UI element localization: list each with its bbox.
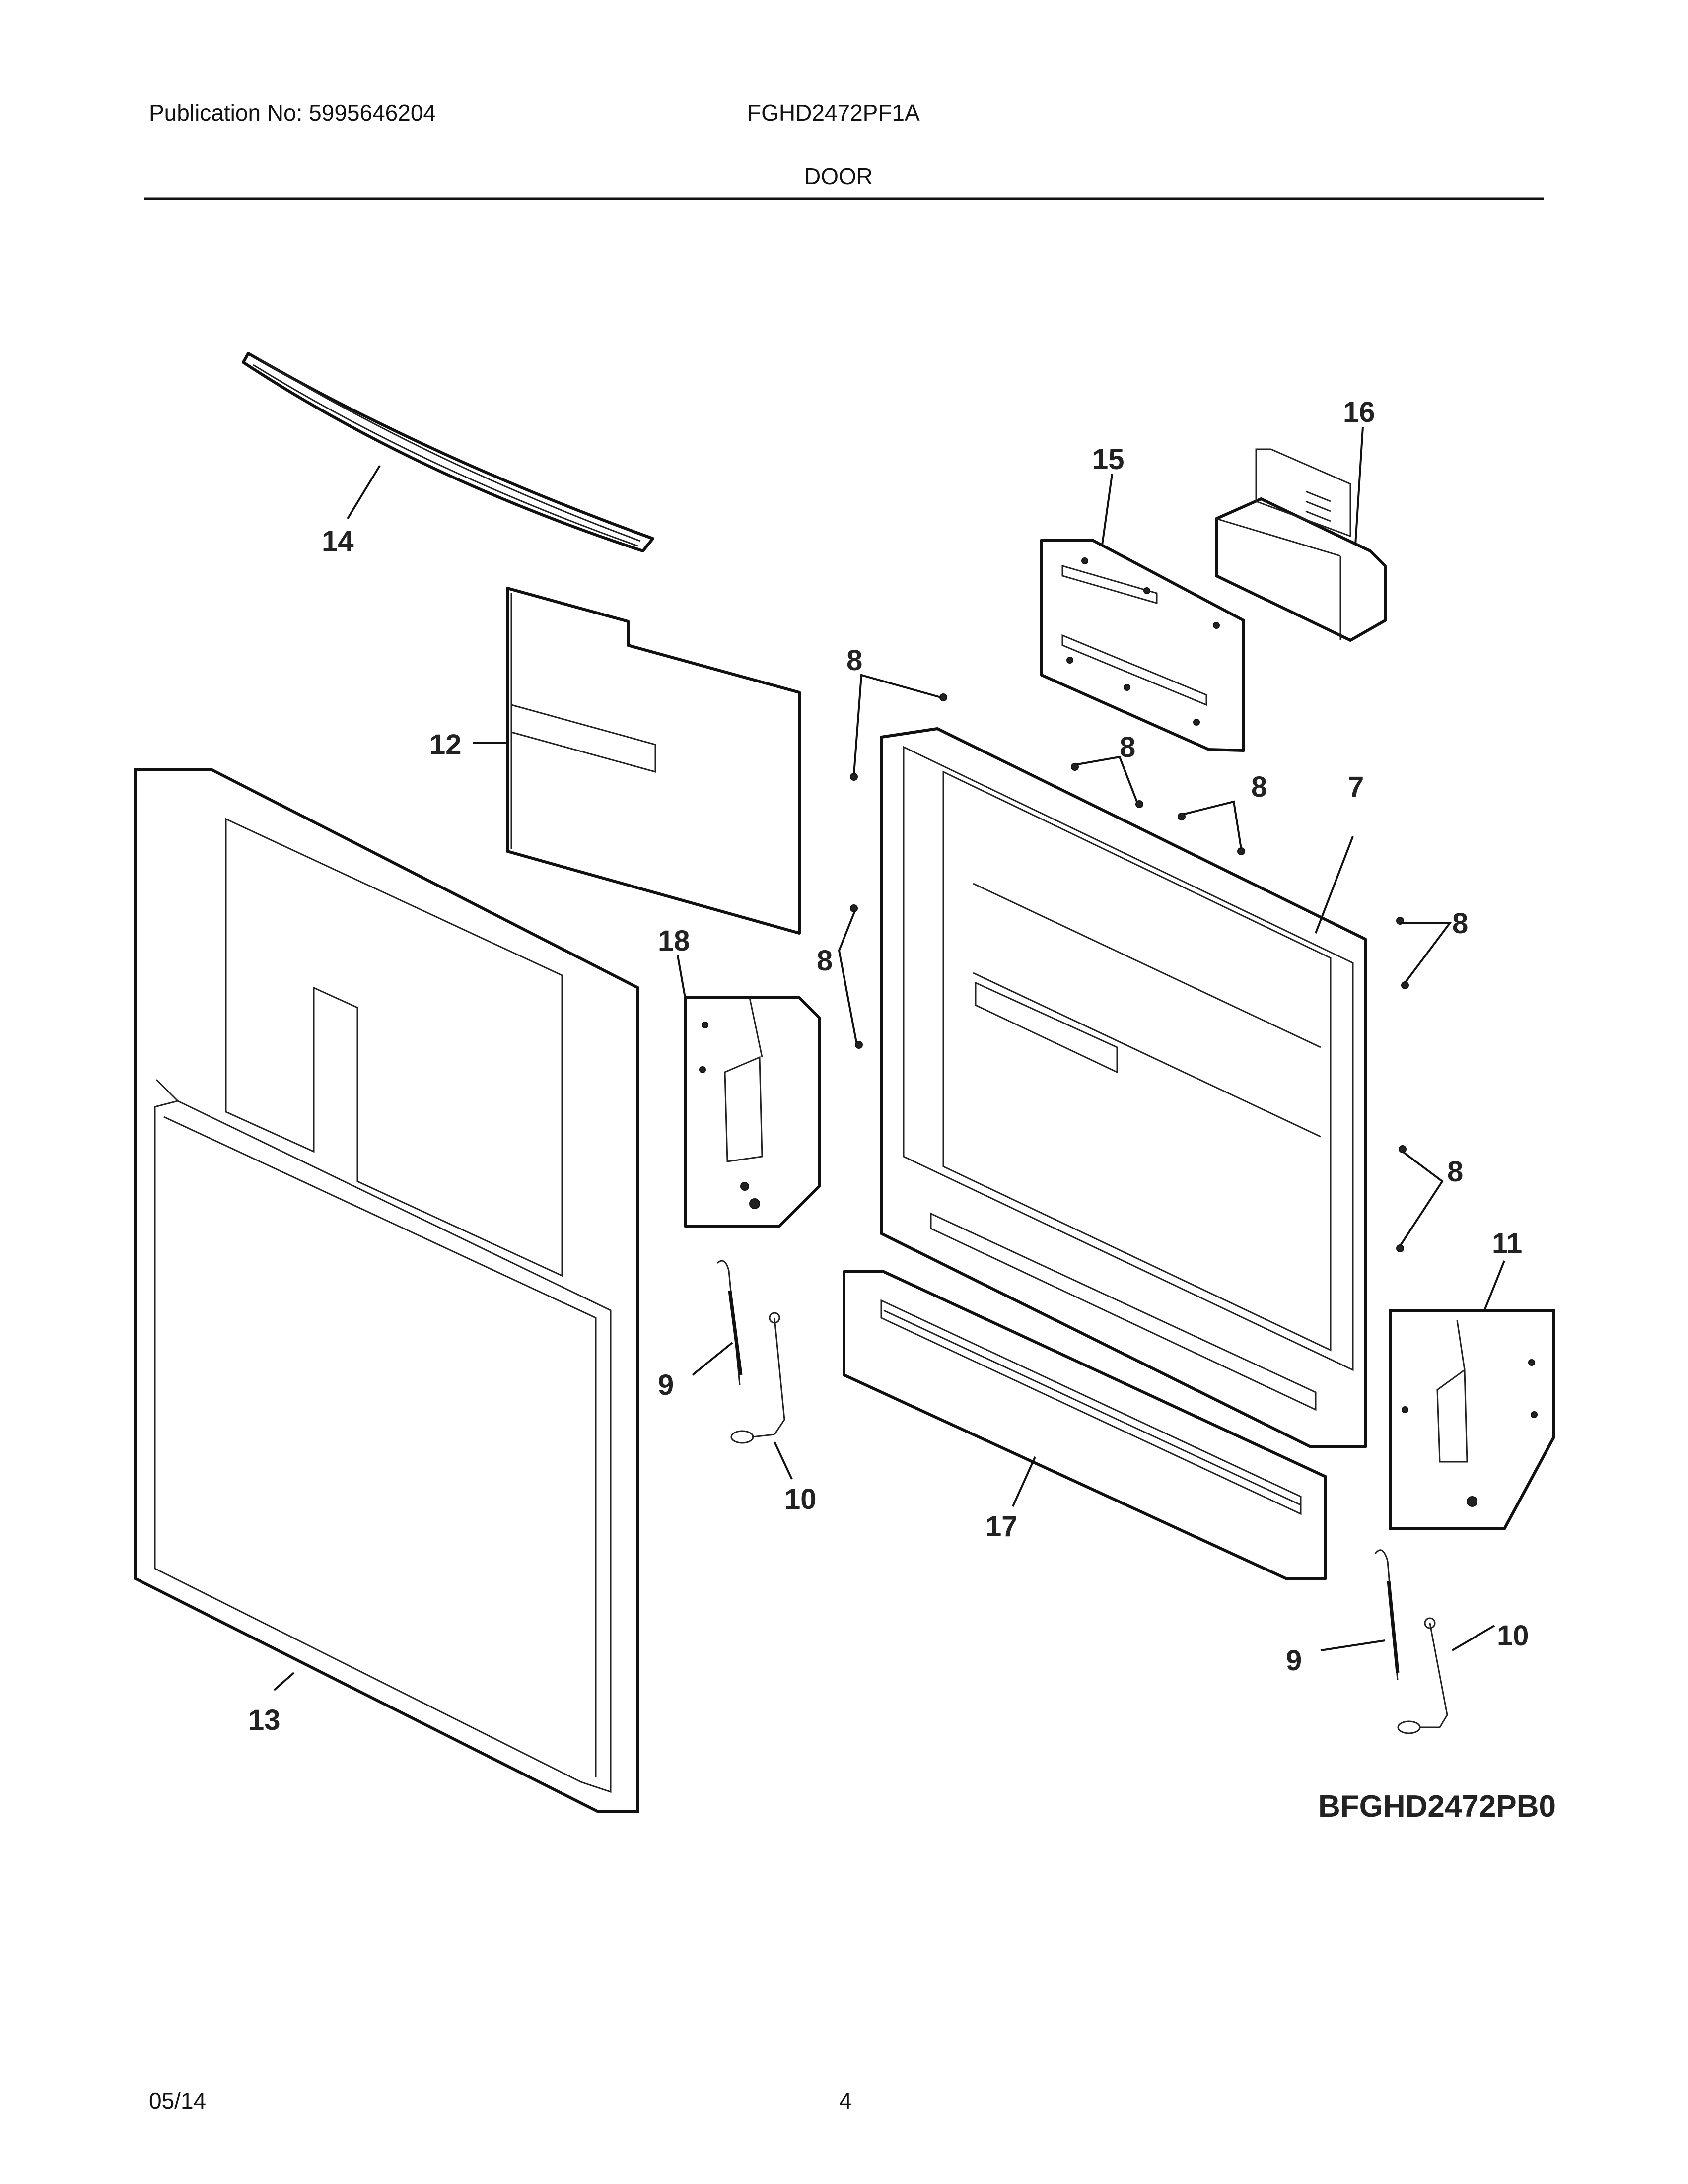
leader-10-left [774,1441,793,1480]
leader-15 [1101,474,1113,546]
part-12-panels [506,587,801,935]
callout-12: 12 [429,729,462,761]
callout-9-b: 9 [1286,1644,1302,1677]
part-11-hinge-right [1389,1309,1555,1530]
part-18-hinge-left [684,996,821,1228]
leader-8-b [1077,755,1138,802]
callout-8-f: 8 [1447,1156,1463,1188]
callout-8-a: 8 [846,644,862,677]
part-9-spring-left [716,1260,743,1385]
callout-8-b: 8 [1120,731,1135,763]
leader-9-left [692,1342,733,1376]
leader-13 [273,1672,295,1691]
leader-17 [1012,1456,1036,1507]
callout-17: 17 [985,1510,1018,1543]
screws-8 [850,693,1409,1252]
part-10-link-right [1397,1617,1448,1734]
leader-8-f [1399,1151,1444,1247]
part-17-bottom-trim [843,1270,1327,1580]
leader-7 [1315,836,1354,934]
page-number: 4 [839,2088,852,2114]
callout-13: 13 [248,1704,281,1736]
leader-16 [1354,426,1364,546]
leader-18 [677,955,686,998]
diagram-code: BFGHD2472PB0 [1318,1789,1556,1824]
callout-8-e: 8 [1452,907,1468,940]
part-7-inner-door [880,727,1367,1448]
part-13-outer-door [134,768,639,1813]
callout-7: 7 [1348,771,1364,803]
callout-16: 16 [1343,396,1375,428]
callout-11: 11 [1492,1228,1522,1260]
leader-8-e [1400,922,1452,984]
leader-8-c [1184,800,1242,849]
leader-8-d [838,910,857,1043]
callout-8-c: 8 [1251,771,1267,803]
model-number: FGHD2472PF1A [747,100,920,126]
part-9-spring-right [1374,1549,1400,1681]
callout-8-d: 8 [817,945,833,977]
publication-number: Publication No: 5995646204 [149,100,436,126]
leader-10-right [1451,1625,1495,1651]
callout-14: 14 [322,525,354,557]
callout-15: 15 [1092,443,1125,476]
part-15-brackets [1040,539,1245,752]
callout-10-a: 10 [784,1483,817,1515]
section-title: DOOR [804,163,873,189]
part-16-control-module [1215,448,1387,642]
callout-10-b: 10 [1497,1620,1529,1652]
leader-9-right [1320,1639,1386,1651]
leader-8-a [853,674,941,775]
leader-14 [347,465,381,520]
part-14-handle [242,352,654,552]
callout-18: 18 [658,925,690,957]
leader-11 [1483,1260,1505,1311]
footer-date: 05/14 [149,2088,207,2114]
part-10-link-left [730,1312,785,1444]
callout-9-a: 9 [658,1369,674,1401]
